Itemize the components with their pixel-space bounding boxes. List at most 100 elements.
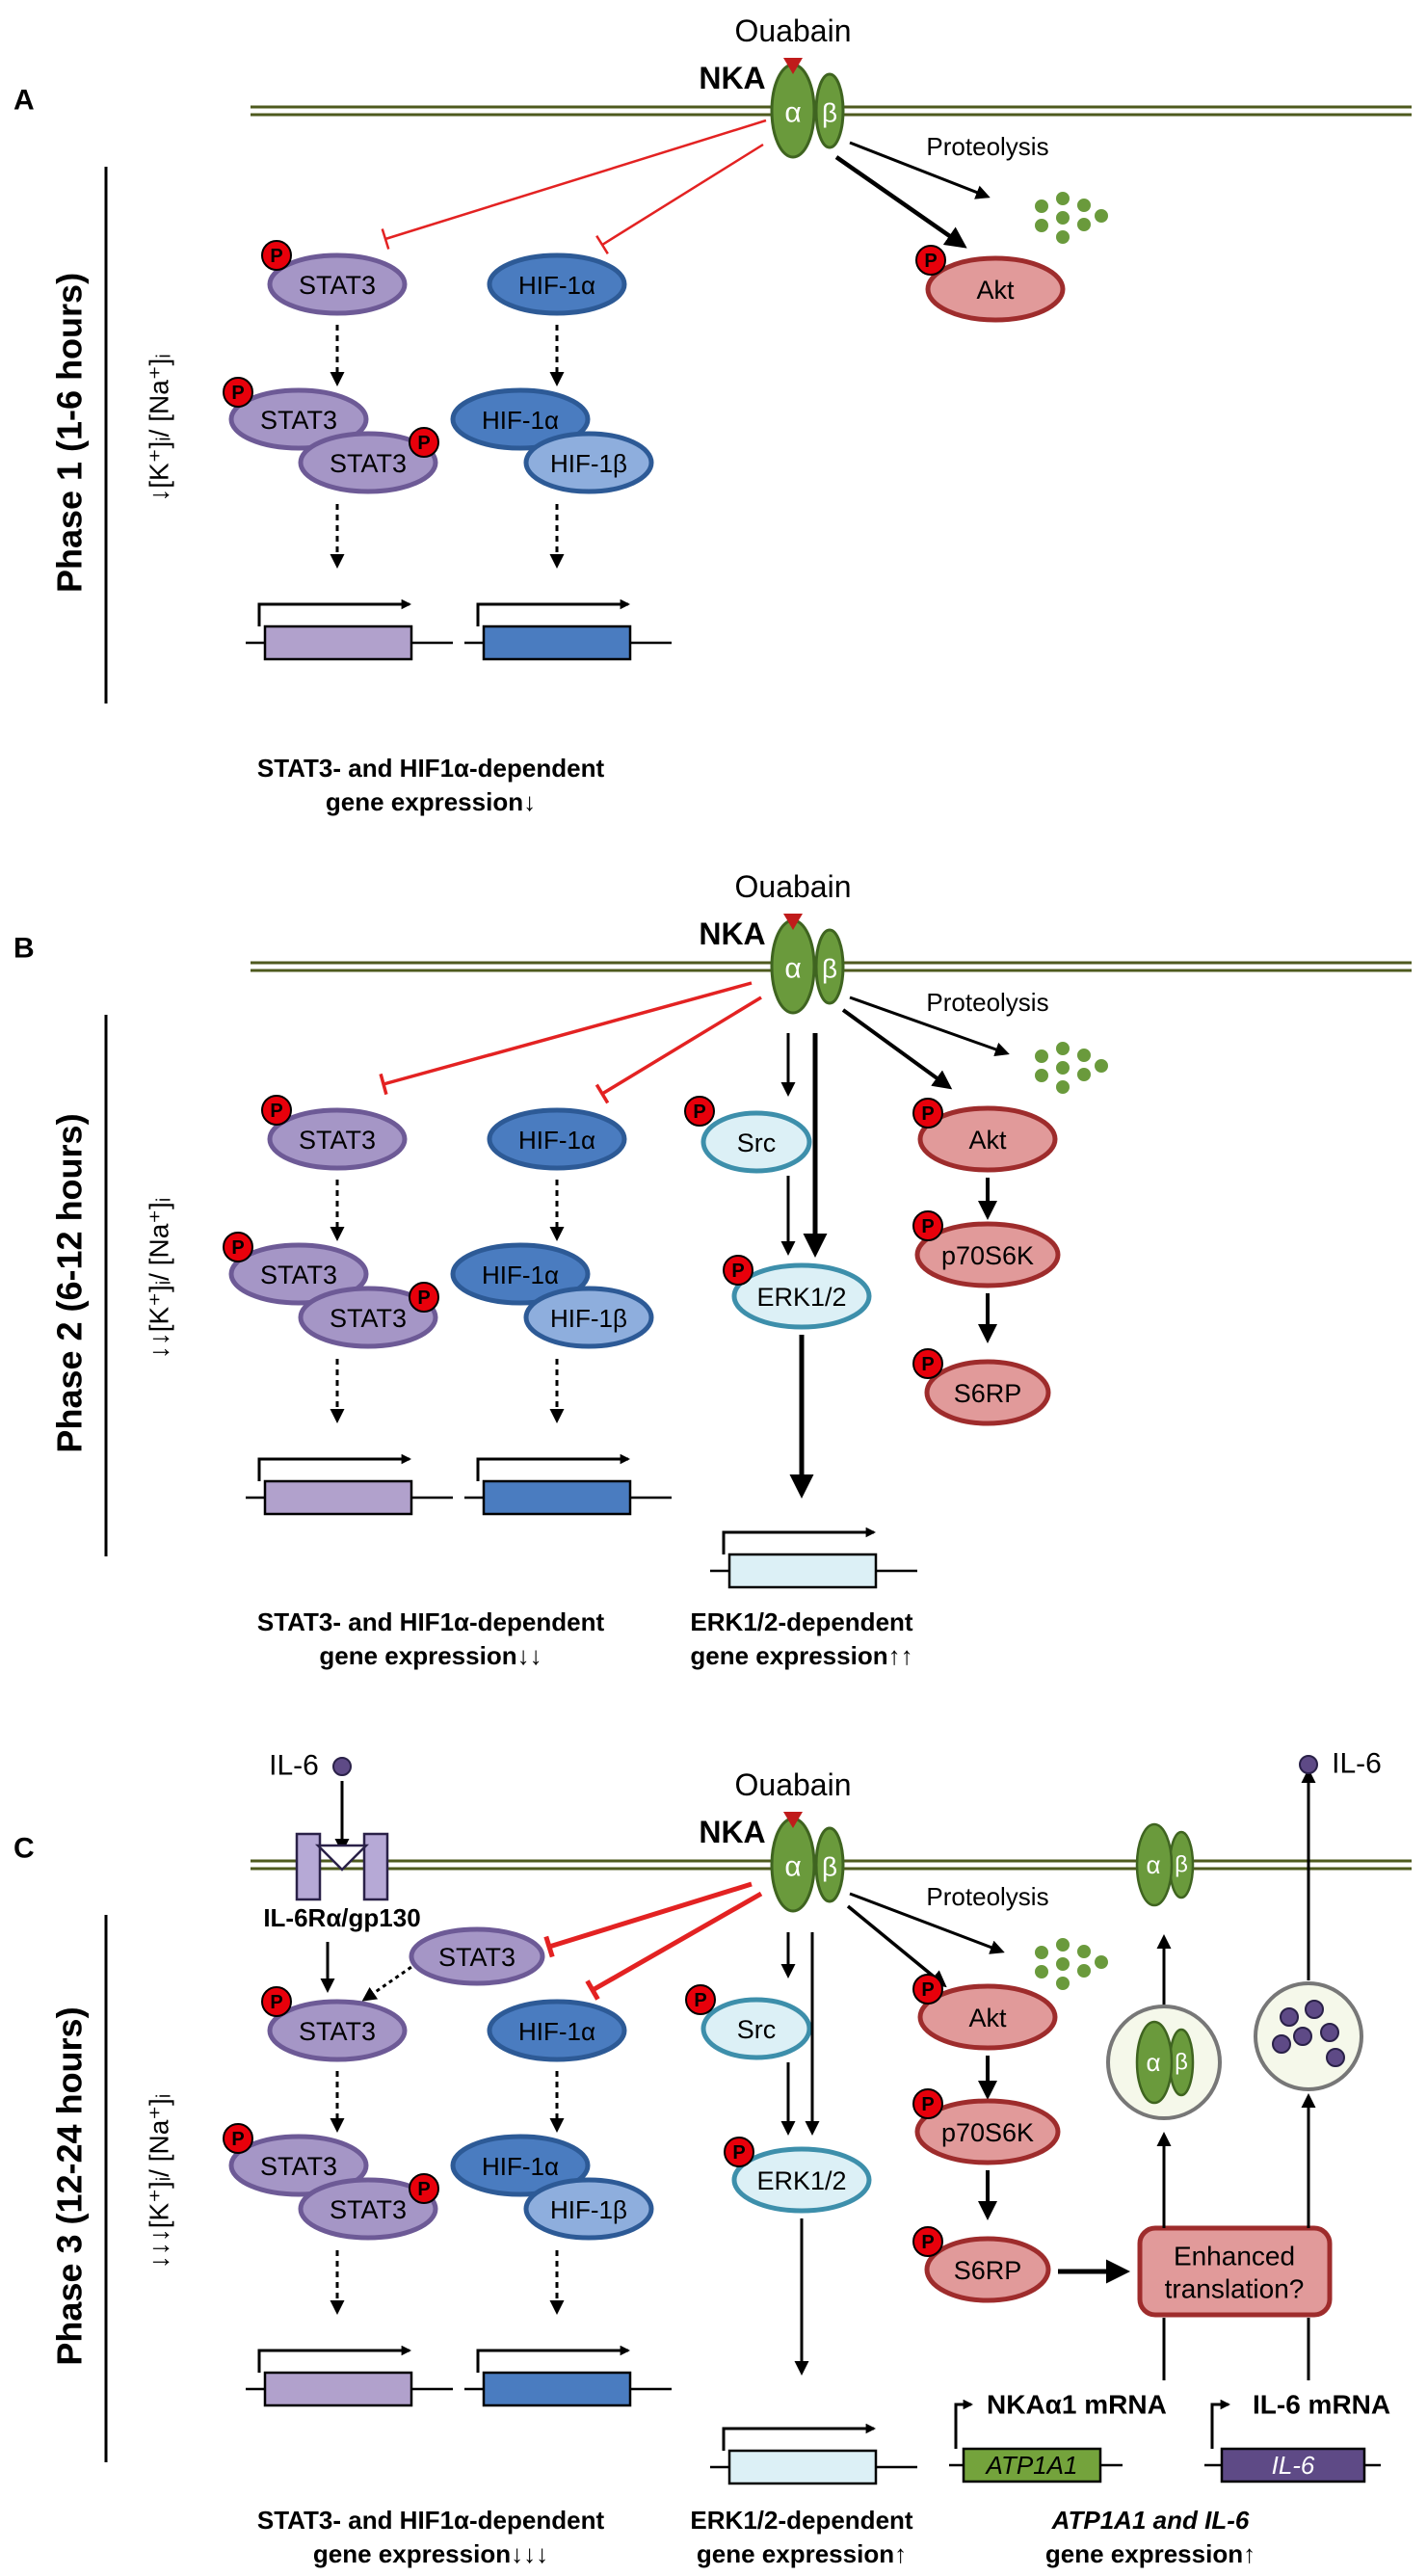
degraded-nka-dot (1034, 199, 1049, 214)
proteolysis-label: Proteolysis (926, 132, 1048, 161)
hif1b-dimer-label: HIF-1β (550, 449, 627, 478)
panel-letter: C (13, 1833, 35, 1865)
hif1a-protein (487, 252, 627, 316)
p70s6k-phospho-label: P (921, 2094, 934, 2115)
stat3-dimer-b-label: STAT3 (330, 2195, 407, 2224)
hif-target-gene-tss-arrow (476, 1453, 631, 1481)
hif1a-dimer (450, 2134, 591, 2197)
akt-phospho (912, 1098, 943, 1129)
hif1a-dimer-label: HIF-1α (482, 406, 559, 435)
erk-phospho (723, 1255, 753, 1286)
secreted-il6-dot (1299, 1755, 1318, 1774)
src-phospho (685, 1984, 716, 2015)
ouabain-label: Ouabain (735, 869, 852, 904)
stat3-phospho (261, 1095, 292, 1126)
stat3-phospho-label: P (270, 1101, 282, 1122)
hif-target-gene-box (482, 2371, 632, 2407)
nka-label: NKA (699, 61, 765, 95)
ouabain-triangle-icon (783, 58, 803, 74)
stat3-dimer-b-label: STAT3 (330, 1304, 407, 1333)
akt-protein (925, 255, 1066, 323)
degraded-nka-dot (1034, 218, 1049, 233)
nka-hif1a-inhibition-bar (585, 1979, 600, 2001)
stat3-target-gene-box (263, 1479, 413, 1516)
p70s6k-phospho-label: P (921, 1216, 934, 1237)
il6r-right-subunit (362, 1832, 389, 1901)
ouabain-triangle-icon (783, 1812, 803, 1828)
panel-letter: A (13, 85, 35, 117)
output-label-line1: ERK1/2-dependent (690, 1607, 912, 1636)
il6-mrna-label: IL-6 mRNA (1253, 2390, 1390, 2420)
phase-label: Phase 3 (12-24 hours) (50, 2006, 90, 2365)
vesicle-il6-dot (1320, 2023, 1339, 2042)
degraded-nka-dot (1055, 1976, 1070, 1991)
nka-label: NKA (699, 916, 765, 951)
stat3-target-gene-box (263, 2371, 413, 2407)
stat3-dimer-b-phospho-label: P (417, 433, 430, 454)
atp1a1-gene-box (962, 2447, 1102, 2483)
hif1b-dimer-label: HIF-1β (550, 2195, 627, 2224)
hif1b-dimer-label: HIF-1β (550, 1304, 627, 1333)
degraded-nka-dot (1076, 1048, 1092, 1063)
stat3-protein (267, 1107, 408, 1171)
proteolysis-label: Proteolysis (926, 1882, 1048, 1911)
degraded-nka-dot (1076, 1944, 1092, 1959)
ouabain-label: Ouabain (735, 1767, 852, 1802)
stat3-dimer-b-phospho (409, 1282, 439, 1313)
output-label-line2: gene expression↑↑ (690, 1641, 912, 1670)
akt-protein (917, 1105, 1058, 1173)
stat3-target-gene-tss-arrow (257, 2345, 412, 2373)
panel-letter: B (13, 933, 35, 965)
stat3-protein (267, 252, 408, 316)
output-label-line1: STAT3- and HIF1α-dependent (257, 754, 605, 783)
nka-akt-arrow (846, 1904, 947, 1988)
src-phospho (684, 1096, 715, 1127)
degraded-nka-dot (1055, 1937, 1070, 1952)
stat3-dimer-a-phospho (223, 2123, 253, 2154)
degraded-nka-dot (1055, 1041, 1070, 1056)
stat3-dimer-b (298, 1286, 438, 1349)
degraded-nka-dot (1094, 1954, 1109, 1970)
akt-phospho (915, 245, 946, 276)
stat3-dimer-b-phospho-label: P (417, 1288, 430, 1309)
stat3-protein-label: STAT3 (299, 271, 376, 300)
s6rp-protein-label: S6RP (954, 2256, 1022, 2285)
p70s6k-phospho (912, 2088, 943, 2119)
akt-protein-label: Akt (976, 276, 1015, 305)
phospho-s6rp-label: P (921, 2232, 934, 2253)
stat3-dimer-a-label: STAT3 (260, 1261, 337, 1289)
nka-mrna-label: NKAα1 mRNA (987, 2390, 1167, 2420)
stat3-phospho-label: P (270, 246, 282, 267)
stat3-dimer-a (228, 387, 369, 451)
ion-ratio-label: ↓[K⁺]ᵢ/ [Na⁺]ᵢ (145, 354, 174, 502)
hif1a-dimer-label: HIF-1α (482, 2152, 559, 2181)
src-phospho-label: P (693, 1102, 705, 1123)
degraded-nka-dot (1055, 191, 1070, 206)
p70s6k-protein-label: p70S6K (941, 2118, 1034, 2147)
erk-protein-label: ERK1/2 (756, 1283, 846, 1312)
akt-phospho-label: P (921, 1103, 934, 1125)
nka-stat3-inhibition (548, 1881, 753, 1950)
erk-phospho-label: P (732, 2142, 745, 2164)
atp1a1-tss-arrow (954, 2399, 974, 2449)
stat3-dimer-a-phospho (223, 1232, 253, 1262)
stat3-dimer-a-phospho-label: P (231, 1237, 244, 1259)
akt-protein-label: Akt (968, 2004, 1007, 2032)
nka-hif1a-inhibition (601, 996, 762, 1096)
nka-hif1a-inhibition-bar (595, 235, 609, 254)
erk-target-gene-box (727, 1553, 878, 1589)
stat3-target-gene-tss-arrow (257, 1453, 412, 1481)
p70s6k-phospho (912, 1210, 943, 1241)
hif1a-protein-label: HIF-1α (518, 1126, 595, 1155)
output-label-line2: gene expression↑ (1045, 2539, 1255, 2568)
vesicle-il6-dot (1293, 2027, 1312, 2046)
vesicle-beta-label: β (1175, 2050, 1188, 2076)
stat3-protein (267, 1999, 408, 2062)
ion-ratio-label: ↓↓[K⁺]ᵢ/ [Na⁺]ᵢ (145, 1198, 174, 1360)
vesicle-alpha-subunit (1135, 2020, 1174, 2105)
output-label-line2: gene expression↓↓↓ (313, 2539, 548, 2568)
hif1a-dimer (450, 387, 591, 451)
enhanced-translation-box (1137, 2225, 1333, 2318)
stat3-protein-label: STAT3 (299, 1126, 376, 1155)
